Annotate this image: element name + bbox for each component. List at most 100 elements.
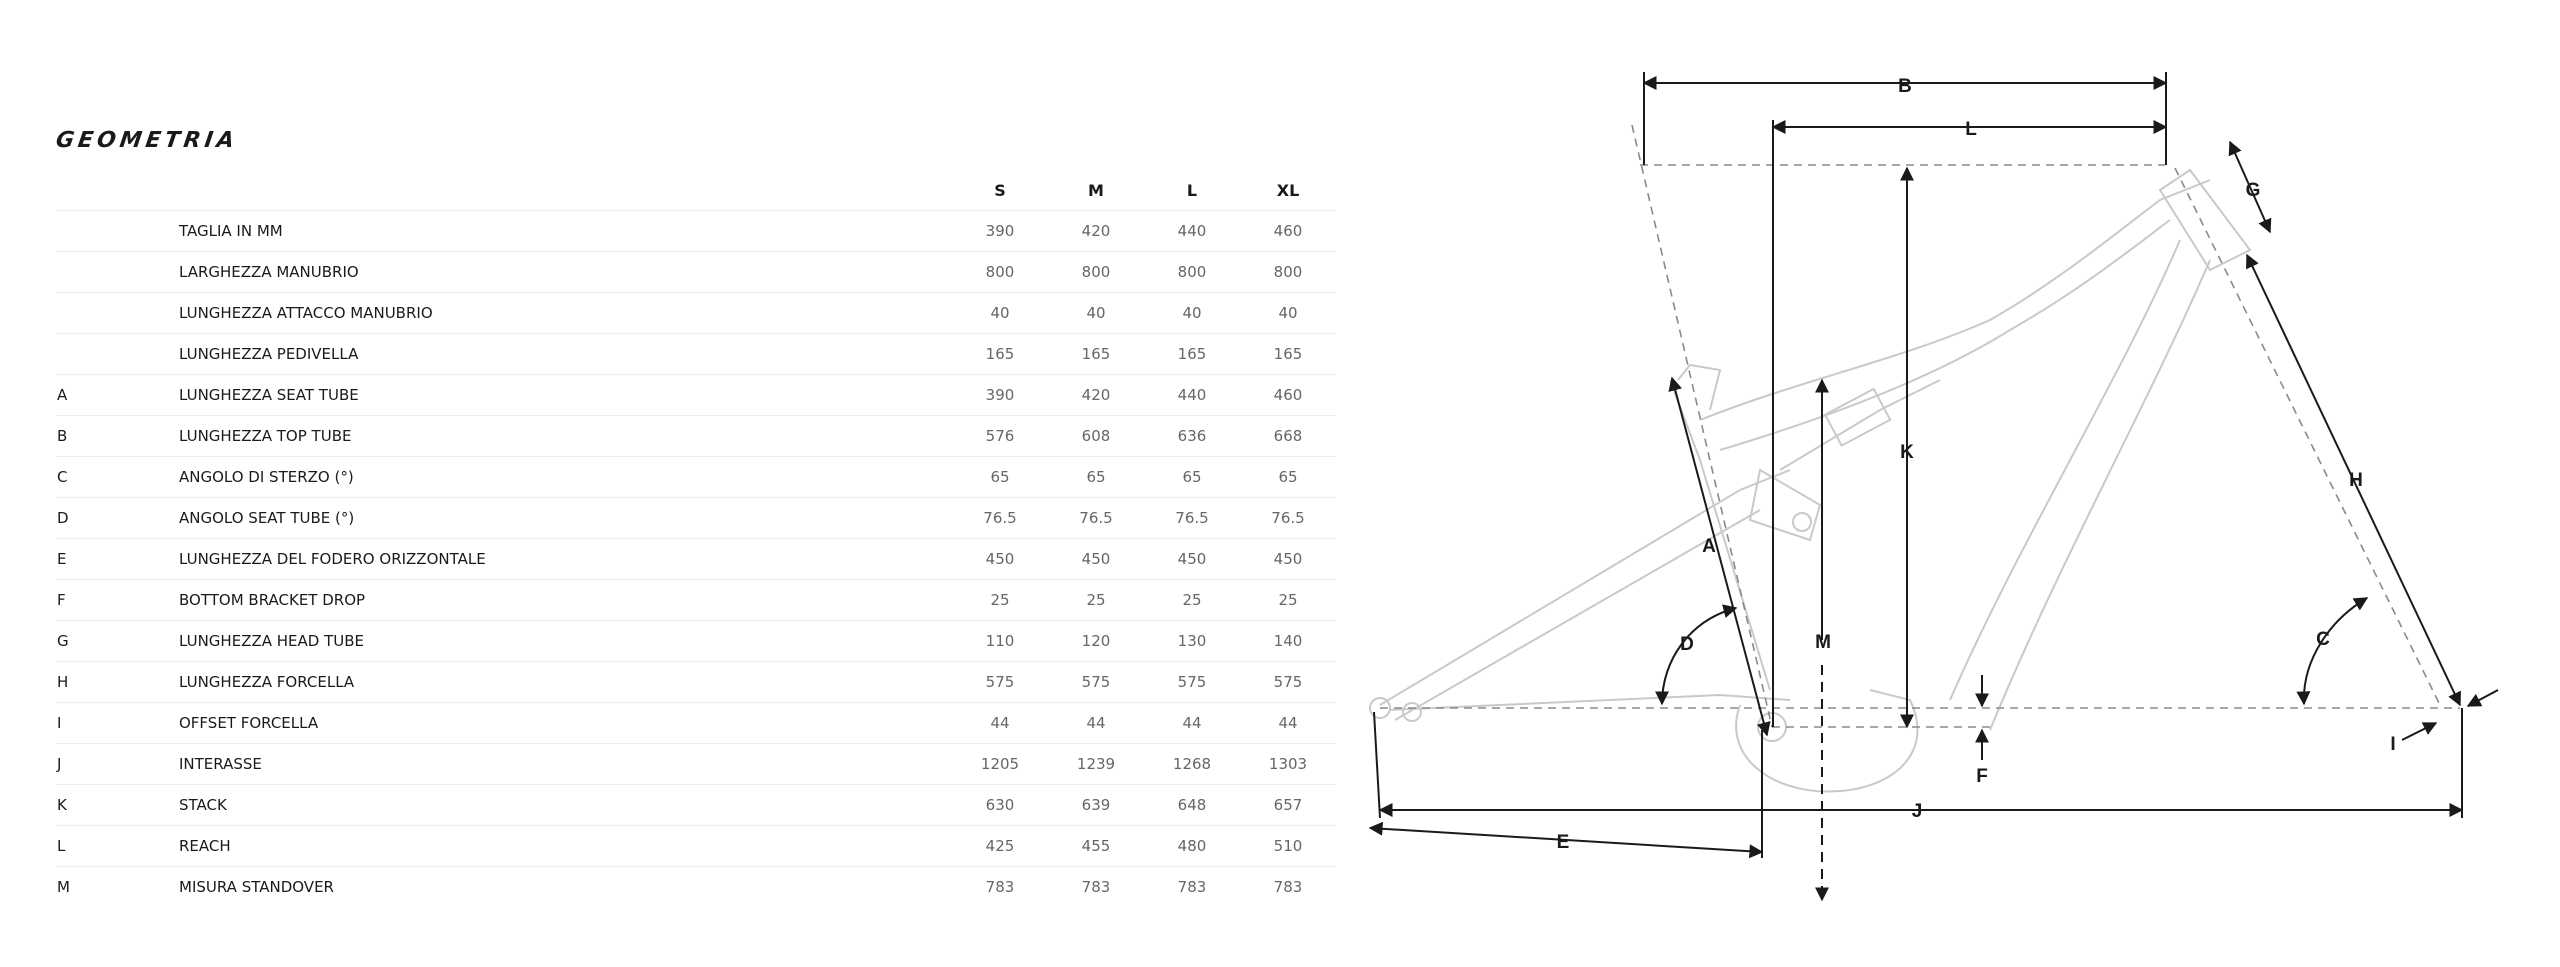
label-g: G [2246, 180, 2261, 201]
row-value: 44 [1048, 702, 1144, 744]
row-letter: H [56, 661, 178, 703]
row-letter [56, 292, 178, 334]
row-name: INTERASSE [178, 743, 952, 785]
row-value: 575 [1144, 661, 1240, 703]
bike-geometry-diagram: B L G K H A M D C I F J E [1368, 72, 2499, 902]
row-letter: J [56, 743, 178, 785]
row-value: 450 [1240, 538, 1336, 580]
row-value: 76.5 [952, 497, 1048, 539]
row-value: 40 [1048, 292, 1144, 334]
row-letter [56, 333, 178, 375]
row-value: 25 [1240, 579, 1336, 621]
top-tube-lower-outline [1719, 219, 2171, 451]
pivot-outline [1402, 702, 1422, 722]
row-value: 65 [952, 456, 1048, 498]
row-name: LARGHEZZA MANUBRIO [178, 251, 952, 293]
row-name: LUNGHEZZA PEDIVELLA [178, 333, 952, 375]
row-value: 65 [1048, 456, 1144, 498]
row-letter: C [56, 456, 178, 498]
row-name: TAGLIA IN MM [178, 210, 952, 252]
row-value: 608 [1048, 415, 1144, 457]
row-value: 40 [1144, 292, 1240, 334]
dim-d-arc [1655, 604, 1738, 706]
dim-c-arc [2296, 597, 2369, 706]
row-letter: L [56, 825, 178, 867]
row-value: 783 [1048, 866, 1144, 907]
rear-axle-outline [1369, 697, 1391, 719]
label-i: I [2390, 734, 2395, 755]
row-value: 510 [1240, 825, 1336, 867]
steering-axis-line [2174, 167, 2441, 706]
seatpost-outline [1677, 363, 1722, 411]
row-letter [56, 251, 178, 293]
row-value: 420 [1048, 210, 1144, 252]
label-l: L [1965, 119, 1977, 140]
row-name: LUNGHEZZA DEL FODERO ORIZZONTALE [178, 538, 952, 580]
row-value: 800 [1144, 251, 1240, 293]
row-name: LUNGHEZZA SEAT TUBE [178, 374, 952, 416]
row-name: OFFSET FORCELLA [178, 702, 952, 744]
row-value: 575 [1240, 661, 1336, 703]
row-value: 25 [1144, 579, 1240, 621]
shock-body-outline [1823, 387, 1892, 447]
reference-lines [1380, 124, 2460, 728]
header-letter [56, 170, 178, 211]
dim-g-line [2228, 140, 2272, 234]
row-value: 165 [1048, 333, 1144, 375]
row-letter: A [56, 374, 178, 416]
row-value: 44 [1240, 702, 1336, 744]
row-letter: F [56, 579, 178, 621]
row-value: 783 [1240, 866, 1336, 907]
row-value: 455 [1048, 825, 1144, 867]
row-value: 40 [1240, 292, 1336, 334]
row-value: 800 [952, 251, 1048, 293]
row-value: 390 [952, 210, 1048, 252]
row-value: 1268 [1144, 743, 1240, 785]
seat-tube-axis-line [1631, 124, 1773, 728]
row-value: 65 [1240, 456, 1336, 498]
row-value: 165 [1240, 333, 1336, 375]
top-tube-outline [1699, 179, 2211, 421]
row-name: LUNGHEZZA HEAD TUBE [178, 620, 952, 662]
row-value: 44 [952, 702, 1048, 744]
row-value: 636 [1144, 415, 1240, 457]
row-letter: I [56, 702, 178, 744]
link-pivot-outline [1792, 512, 1812, 532]
size-header-xl: XL [1276, 180, 1300, 200]
size-header-m: M [1088, 180, 1104, 200]
row-value: 390 [952, 374, 1048, 416]
row-value: 130 [1144, 620, 1240, 662]
row-value: 1303 [1240, 743, 1336, 785]
dimension-lines [1368, 72, 2499, 902]
row-value: 576 [952, 415, 1048, 457]
header-name [178, 170, 952, 211]
row-value: 65 [1144, 456, 1240, 498]
row-letter [56, 210, 178, 252]
row-value: 1239 [1048, 743, 1144, 785]
dim-i-arrow-right [2466, 689, 2499, 707]
label-f: F [1976, 766, 1988, 787]
row-letter: B [56, 415, 178, 457]
dim-h-line [2246, 253, 2461, 707]
label-m: M [1815, 632, 1831, 653]
label-k: K [1900, 442, 1914, 463]
label-e: E [1557, 832, 1570, 853]
row-letter: D [56, 497, 178, 539]
dim-a-line [1668, 376, 1771, 737]
row-value: 460 [1240, 210, 1336, 252]
row-name: BOTTOM BRACKET DROP [178, 579, 952, 621]
row-value: 480 [1144, 825, 1240, 867]
row-value: 450 [1048, 538, 1144, 580]
row-name: LUNGHEZZA TOP TUBE [178, 415, 952, 457]
